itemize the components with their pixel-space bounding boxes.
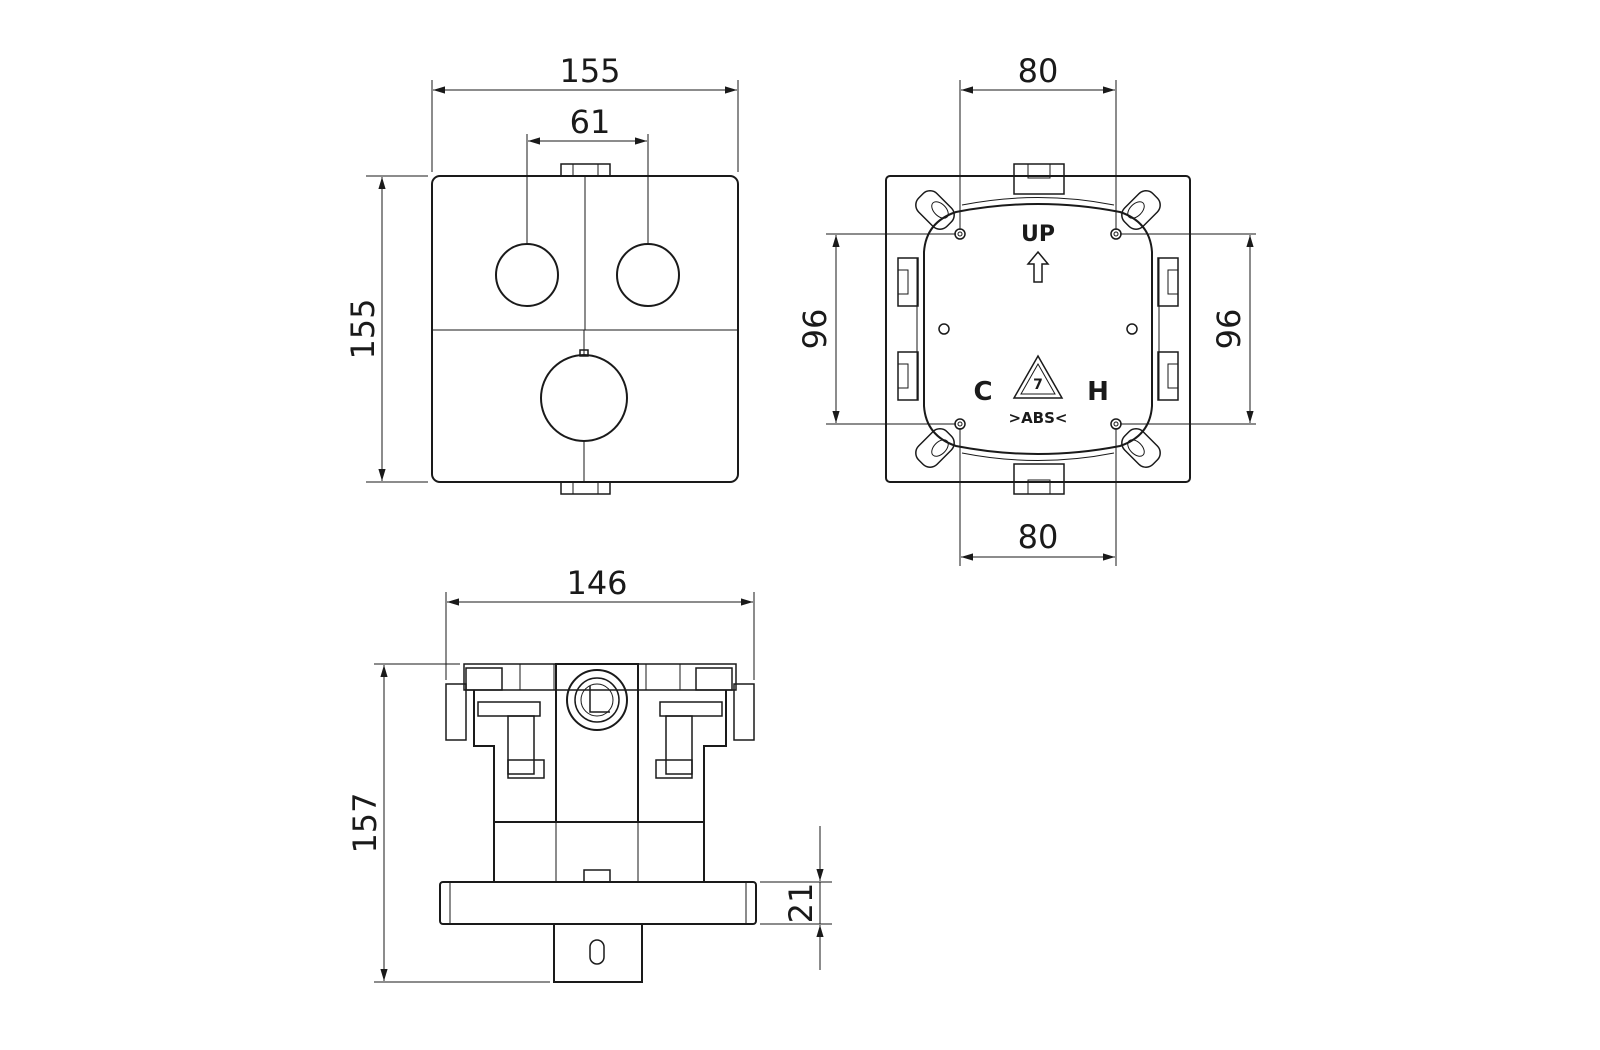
side-spindle bbox=[553, 923, 643, 983]
corner-ear-top-right bbox=[1121, 190, 1161, 230]
back-frame-outline bbox=[885, 175, 1191, 483]
front-bottom-clip bbox=[560, 481, 611, 495]
left-push-button bbox=[495, 243, 559, 307]
back-top-clip bbox=[1013, 163, 1065, 195]
cold-label: C bbox=[973, 377, 992, 407]
side-lower-cylinder bbox=[493, 821, 705, 883]
back-bottom-clip bbox=[1013, 463, 1065, 495]
front-view: 155 61 155 bbox=[344, 52, 739, 495]
side-right-tab bbox=[733, 683, 755, 741]
back-right-dim: 96 bbox=[1210, 309, 1248, 350]
corner-ear-bottom-left bbox=[915, 428, 955, 468]
recycle-icon bbox=[1012, 354, 1064, 399]
valve-outlet bbox=[566, 669, 628, 731]
thermostat-knob bbox=[540, 354, 628, 442]
side-left-tab bbox=[445, 683, 467, 741]
side-top-rail bbox=[463, 663, 737, 691]
right-push-button bbox=[616, 243, 680, 307]
hot-label: H bbox=[1087, 377, 1109, 407]
back-bottom-dim: 80 bbox=[1018, 518, 1059, 556]
side-body bbox=[473, 690, 727, 823]
front-width-dim: 155 bbox=[559, 52, 620, 90]
front-height-dim: 155 bbox=[344, 298, 382, 359]
side-height-dim: 157 bbox=[346, 792, 384, 853]
up-label: UP bbox=[1021, 222, 1055, 247]
corner-ear-bottom-right bbox=[1121, 428, 1161, 468]
side-valve-body bbox=[555, 663, 639, 823]
front-top-clip bbox=[560, 163, 611, 177]
recycle-number: 7 bbox=[1033, 377, 1043, 393]
up-arrow-icon bbox=[1026, 250, 1050, 283]
back-left-dim: 96 bbox=[796, 309, 834, 350]
corner-ear-top-left bbox=[915, 190, 955, 230]
button-spacing-dim: 61 bbox=[570, 103, 611, 141]
side-view: 146 157 21 bbox=[346, 564, 832, 983]
back-view: UP C H 7 >ABS< 80 80 96 96 bbox=[796, 52, 1256, 566]
back-top-dim: 80 bbox=[1018, 52, 1059, 90]
plate-dim: 21 bbox=[782, 883, 820, 924]
back-inner-body bbox=[923, 203, 1153, 455]
spindle-slot bbox=[589, 939, 605, 965]
side-cover-plate bbox=[439, 881, 757, 925]
side-width-dim: 146 bbox=[566, 564, 627, 602]
material-label: >ABS< bbox=[1009, 409, 1068, 427]
